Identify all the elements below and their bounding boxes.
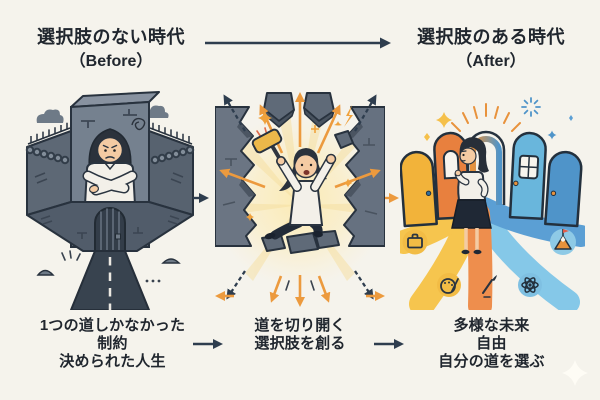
sun-rays-icon — [451, 103, 521, 132]
before-subtitle-text: （Before） — [69, 53, 153, 70]
spiked-fence-icon — [149, 122, 193, 145]
chain-icon — [25, 145, 195, 165]
mountain-flag-icon — [550, 229, 576, 255]
caption-line: 選択肢を創る — [254, 335, 346, 352]
barred-gate-icon — [94, 207, 126, 252]
briefcase-icon — [402, 229, 428, 255]
ground-details — [36, 250, 181, 283]
door-icon — [544, 150, 583, 228]
caption-line: 制約 — [97, 335, 128, 352]
scribble-frustration-icon — [131, 117, 146, 131]
atom-icon — [518, 273, 542, 297]
caption-line: 自由 — [476, 335, 507, 352]
spiked-fence-icon — [27, 122, 71, 145]
palette-icon — [437, 273, 461, 297]
caption-line: 道を切り開く — [254, 317, 346, 334]
before-title-text: 選択肢のない時代 — [37, 27, 185, 47]
caption-line: 自分の道を選ぶ — [438, 353, 545, 370]
before-after-arrow — [205, 37, 391, 49]
caption-line: 決められた人生 — [59, 353, 166, 370]
road-icon — [69, 250, 151, 310]
fortress-right-wall — [148, 122, 194, 216]
choosing-woman — [451, 137, 492, 255]
breakthrough-caption: 道を切り開く 選択肢を創る — [235, 317, 365, 353]
scene-arrow-2 — [385, 193, 399, 203]
paintbrush-icon — [482, 275, 497, 298]
caption-line: 多様な未来 — [453, 317, 530, 334]
breakthrough-scene — [215, 92, 385, 307]
sparkle-icon — [424, 97, 573, 141]
after-subtitle-text: （After） — [456, 53, 526, 70]
breakthrough-woman — [251, 128, 337, 240]
door-icon — [400, 150, 438, 228]
caption-arrow-1 — [193, 339, 223, 349]
before-title: 選択肢のない時代 （Before） — [18, 24, 204, 74]
scene-arrow-1 — [193, 193, 209, 203]
after-title: 選択肢のある時代 （After） — [397, 24, 585, 74]
before-caption: 1つの道しかなかった 制約 決められた人生 — [25, 317, 200, 371]
door-icon — [508, 131, 547, 221]
doors-scene — [400, 97, 585, 310]
caption-line: 1つの道しかなかった — [39, 317, 186, 334]
fortress-scene — [25, 91, 195, 310]
corner-sparkle-icon — [562, 360, 588, 386]
trapped-woman — [82, 128, 138, 206]
caption-arrow-2 — [374, 339, 404, 349]
after-caption: 多様な未来 自由 自分の道を選ぶ — [404, 317, 579, 371]
lightning-icon — [344, 105, 353, 127]
after-title-text: 選択肢のある時代 — [417, 27, 565, 47]
fortress-left-wall — [26, 122, 72, 216]
